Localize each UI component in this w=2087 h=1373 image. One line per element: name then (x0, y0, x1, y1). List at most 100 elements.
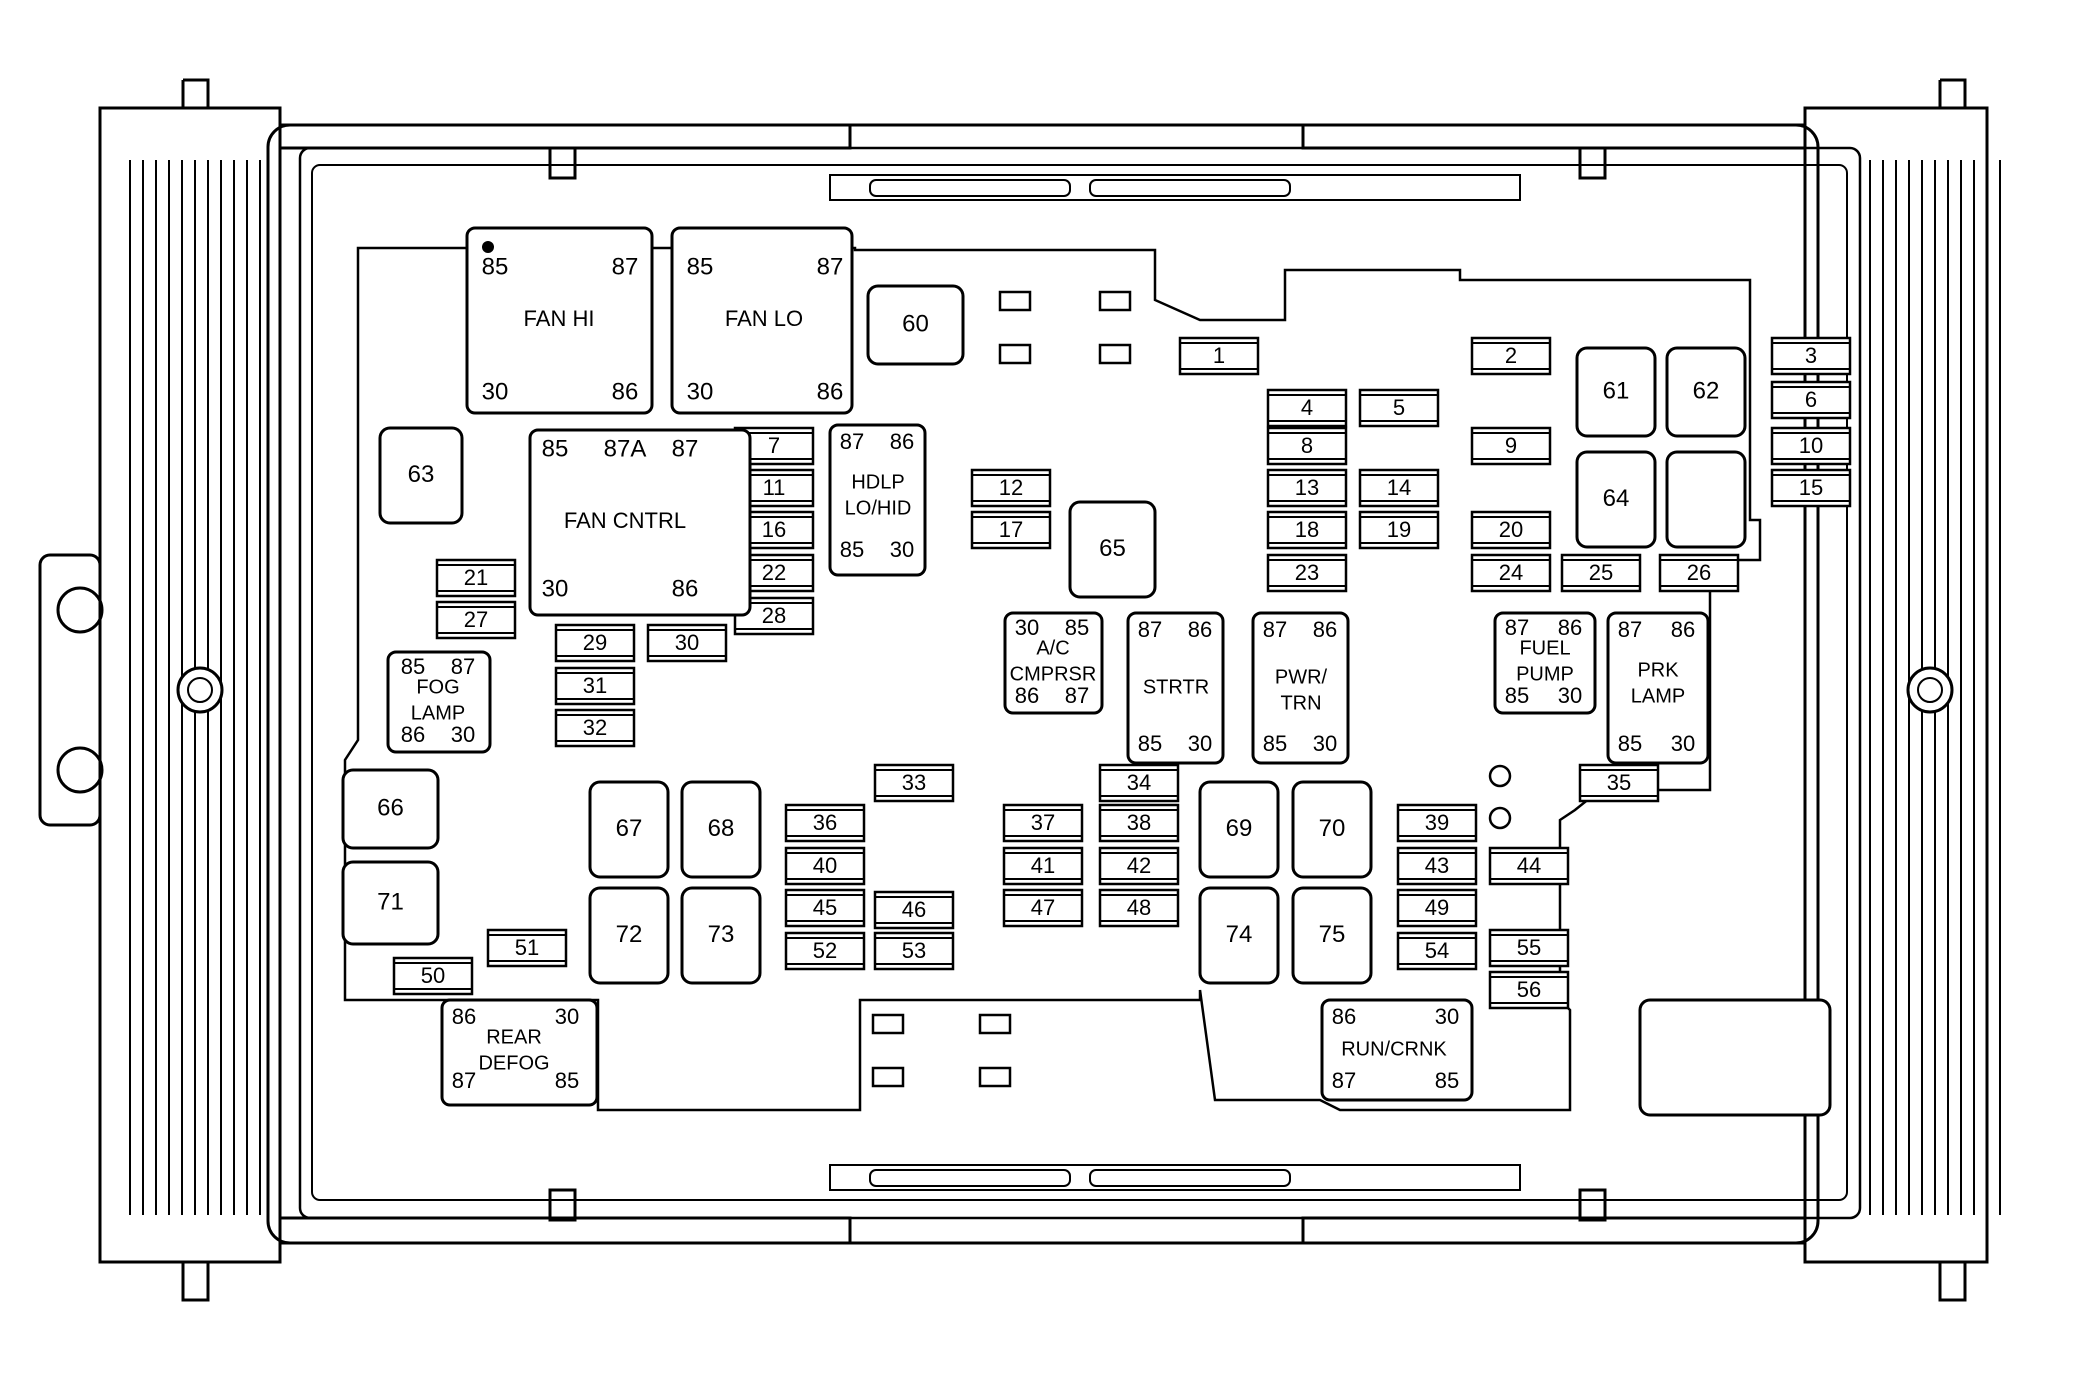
fuse-3-label: 3 (1805, 343, 1817, 368)
block-61 (1575, 346, 1657, 438)
relay-pwr-pin: 86 (1313, 617, 1337, 642)
fuse-44-label: 44 (1517, 853, 1541, 878)
fuse-7-label: 7 (768, 433, 780, 458)
block-66 (341, 768, 440, 850)
relay-strtr-pin: 85 (1138, 731, 1162, 756)
relay-fan_cntrl-pin: 86 (672, 575, 699, 602)
pad (871, 1066, 905, 1088)
relay-fan_cntrl-name: FAN CNTRL (564, 508, 686, 533)
block-72 (588, 886, 670, 985)
relay-pwr-name: PWR/ (1275, 666, 1328, 688)
relay-fan_hi-pin: 85 (482, 253, 509, 280)
relay-ac-pin: 87 (1065, 683, 1089, 708)
relay-fan_hi-pin: 87 (612, 253, 639, 280)
fuse-4-label: 4 (1301, 395, 1313, 420)
relay-rear-pin: 30 (555, 1004, 579, 1029)
fuse-42-label: 42 (1127, 853, 1151, 878)
relay-fan_cntrl-pin: 87 (672, 435, 699, 462)
relay-fan_lo-pin: 86 (817, 378, 844, 405)
fuse-22-label: 22 (762, 560, 786, 585)
relay-rear (440, 998, 599, 1107)
block-66-label: 66 (377, 794, 404, 821)
relay-prk-pin: 86 (1671, 617, 1695, 642)
relay-pwr-pin: 85 (1263, 731, 1287, 756)
fuse-6-label: 6 (1805, 387, 1817, 412)
relay-rear-pin: 87 (452, 1068, 476, 1093)
fuse-26-label: 26 (1687, 560, 1711, 585)
fuse-53-label: 53 (902, 938, 926, 963)
relay-ac-name: CMPRSR (1010, 663, 1097, 685)
relay-hdlp-name: LO/HID (845, 497, 912, 519)
fuse-52-label: 52 (813, 938, 837, 963)
fuse-35-label: 35 (1607, 770, 1631, 795)
block-68-label: 68 (708, 815, 735, 842)
relay-fan_hi-pin: 30 (482, 378, 509, 405)
relay-fuel-pin: 87 (1505, 615, 1529, 640)
relay-fan_hi-name: FAN HI (524, 306, 595, 331)
relay-fan_lo-pin: 30 (687, 378, 714, 405)
fuse-1-label: 1 (1213, 343, 1225, 368)
fuse-29-label: 29 (583, 630, 607, 655)
relay-hdlp-pin: 85 (840, 537, 864, 562)
fuse-17-label: 17 (999, 517, 1023, 542)
relay-prk-name: LAMP (1631, 685, 1685, 707)
block-71-label: 71 (377, 888, 404, 915)
block-61-label: 61 (1603, 377, 1630, 404)
fuse-23-label: 23 (1295, 560, 1319, 585)
fuse-19-label: 19 (1387, 517, 1411, 542)
block-62-label: 62 (1693, 377, 1720, 404)
empty-socket (1638, 998, 1832, 1117)
fuse-10-label: 10 (1799, 433, 1823, 458)
relay-rear-pin: 85 (555, 1068, 579, 1093)
ground-stud (1488, 764, 1512, 788)
fuse-38-label: 38 (1127, 810, 1151, 835)
pad (998, 290, 1032, 312)
relay-strtr-pin: 86 (1188, 617, 1212, 642)
fuse-21-label: 21 (464, 565, 488, 590)
block-62 (1665, 346, 1747, 438)
block-63 (378, 426, 464, 525)
fuse-5-label: 5 (1393, 395, 1405, 420)
relay-rear-name: REAR (486, 1026, 542, 1048)
block-65 (1068, 500, 1157, 599)
fuse-20-label: 20 (1499, 517, 1523, 542)
block-64 (1575, 450, 1657, 549)
block-68 (680, 780, 762, 879)
relay-fuel (1493, 611, 1597, 715)
relay-fan_lo-pin: 87 (817, 253, 844, 280)
block-67-label: 67 (616, 815, 643, 842)
pin-marker (482, 241, 494, 253)
block-71 (341, 860, 440, 946)
relay-fan_cntrl (528, 428, 752, 617)
fuse-50-label: 50 (421, 963, 445, 988)
relay-run-pin: 85 (1435, 1068, 1459, 1093)
relay-ac-pin: 86 (1015, 683, 1039, 708)
relay-run-pin: 87 (1332, 1068, 1356, 1093)
relay-hdlp-pin: 30 (890, 537, 914, 562)
right-bolt (1906, 666, 1954, 714)
block-75-label: 75 (1319, 921, 1346, 948)
relay-fan_cntrl-pin: 85 (542, 435, 569, 462)
fuse-34-label: 34 (1127, 770, 1151, 795)
block-60 (866, 284, 965, 366)
relay-strtr-name: STRTR (1143, 676, 1209, 698)
fuse-40-label: 40 (813, 853, 837, 878)
relay-fan_lo-pin: 85 (687, 253, 714, 280)
relay-fog-name: FOG (416, 676, 459, 698)
fuse-12-label: 12 (999, 475, 1023, 500)
block-75 (1291, 886, 1373, 985)
fuse-18-label: 18 (1295, 517, 1319, 542)
relay-run-pin: 86 (1332, 1004, 1356, 1029)
fuse-47-label: 47 (1031, 895, 1055, 920)
fuse-8-label: 8 (1301, 433, 1313, 458)
relay-fog-pin: 30 (451, 722, 475, 747)
relay-fan_lo (670, 226, 854, 415)
relay-prk-name: PRK (1637, 659, 1679, 681)
fuse-41-label: 41 (1031, 853, 1055, 878)
relay-fuel-pin: 86 (1558, 615, 1582, 640)
left-bolt (176, 666, 224, 714)
fuse-9-label: 9 (1505, 433, 1517, 458)
panel-outline (343, 246, 1762, 1112)
relay-ac-pin: 85 (1065, 615, 1089, 640)
